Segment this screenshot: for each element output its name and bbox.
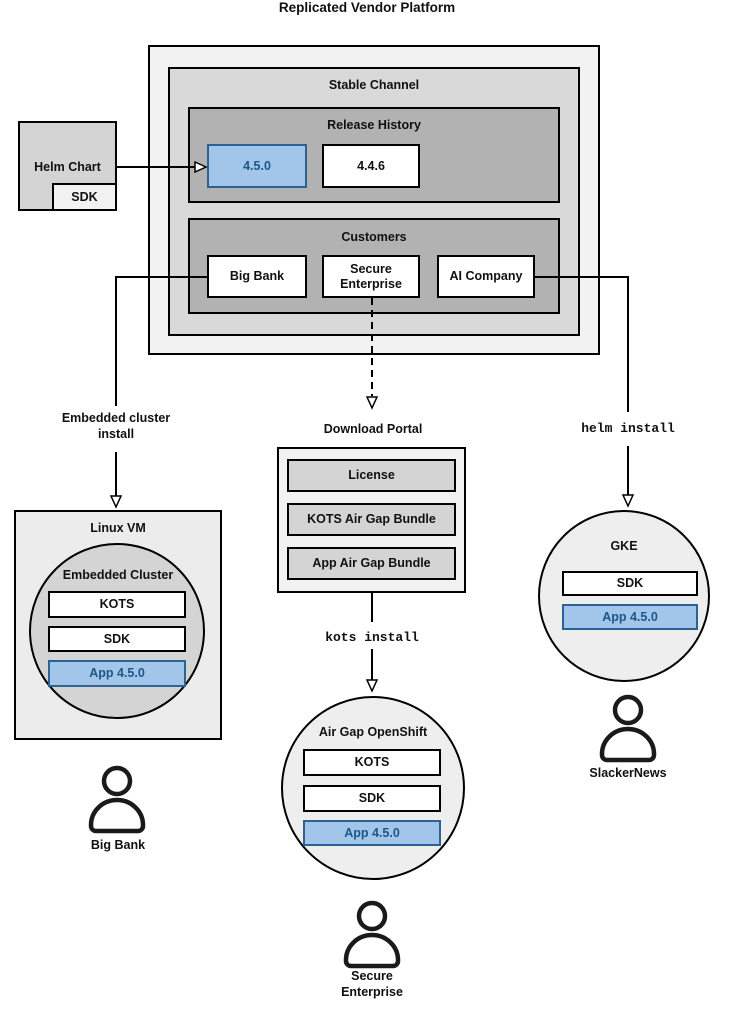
gke-circle xyxy=(538,510,710,682)
embedded-cluster-label: Embedded Cluster xyxy=(62,568,174,582)
openshift-sdk-box: SDK xyxy=(303,785,441,812)
customer-secure-enterprise: Secure Enterprise xyxy=(322,255,420,298)
secure-enterprise-user-label: Secure Enterprise xyxy=(341,969,403,999)
linux-vm-sdk-box: SDK xyxy=(48,626,186,652)
linux-vm-app-box: App 4.5.0 xyxy=(48,660,186,687)
customer-ai-company: AI Company xyxy=(437,255,535,298)
slackernews-user-label: SlackerNews xyxy=(589,766,667,780)
secure-enterprise-person-icon xyxy=(346,903,398,966)
linux-vm-kots-box: KOTS xyxy=(48,591,186,618)
kots-install-label: kots install xyxy=(325,630,419,645)
gke-sdk-box: SDK xyxy=(562,571,698,596)
helm-install-label: helm install xyxy=(581,421,675,436)
airgap-openshift-label: Air Gap OpenShift xyxy=(318,725,428,739)
license-box: License xyxy=(287,459,456,492)
big-bank-person-icon xyxy=(91,768,143,831)
helm-chart-label: Helm Chart xyxy=(34,160,101,174)
openshift-kots-box: KOTS xyxy=(303,749,441,776)
linux-vm-arrowhead-icon xyxy=(109,495,123,509)
gke-arrowhead-icon xyxy=(621,494,635,508)
gke-app-box: App 4.5.0 xyxy=(562,604,698,630)
kots-airgap-bundle-box: KOTS Air Gap Bundle xyxy=(287,503,456,536)
embedded-cluster-install-label: Embedded cluster install xyxy=(61,411,171,441)
download-portal-arrowhead-icon xyxy=(365,396,379,410)
slackernews-person-icon xyxy=(602,697,654,760)
gke-label: GKE xyxy=(610,539,638,553)
openshift-app-box: App 4.5.0 xyxy=(303,820,441,846)
release-4-4-6: 4.4.6 xyxy=(322,144,420,188)
diagram-title: Replicated Vendor Platform xyxy=(278,0,456,15)
linux-vm-label: Linux VM xyxy=(90,521,146,535)
openshift-arrowhead-icon xyxy=(365,679,379,693)
big-bank-user-label: Big Bank xyxy=(90,838,146,852)
helm-chart-sdk-box: SDK xyxy=(52,183,117,211)
release-4-5-0: 4.5.0 xyxy=(207,144,307,188)
stable-channel-label: Stable Channel xyxy=(328,78,420,92)
customer-big-bank: Big Bank xyxy=(207,255,307,298)
release-history-label: Release History xyxy=(327,118,421,132)
download-portal-label: Download Portal xyxy=(323,422,423,436)
app-airgap-bundle-box: App Air Gap Bundle xyxy=(287,547,456,580)
customers-label: Customers xyxy=(341,230,407,244)
